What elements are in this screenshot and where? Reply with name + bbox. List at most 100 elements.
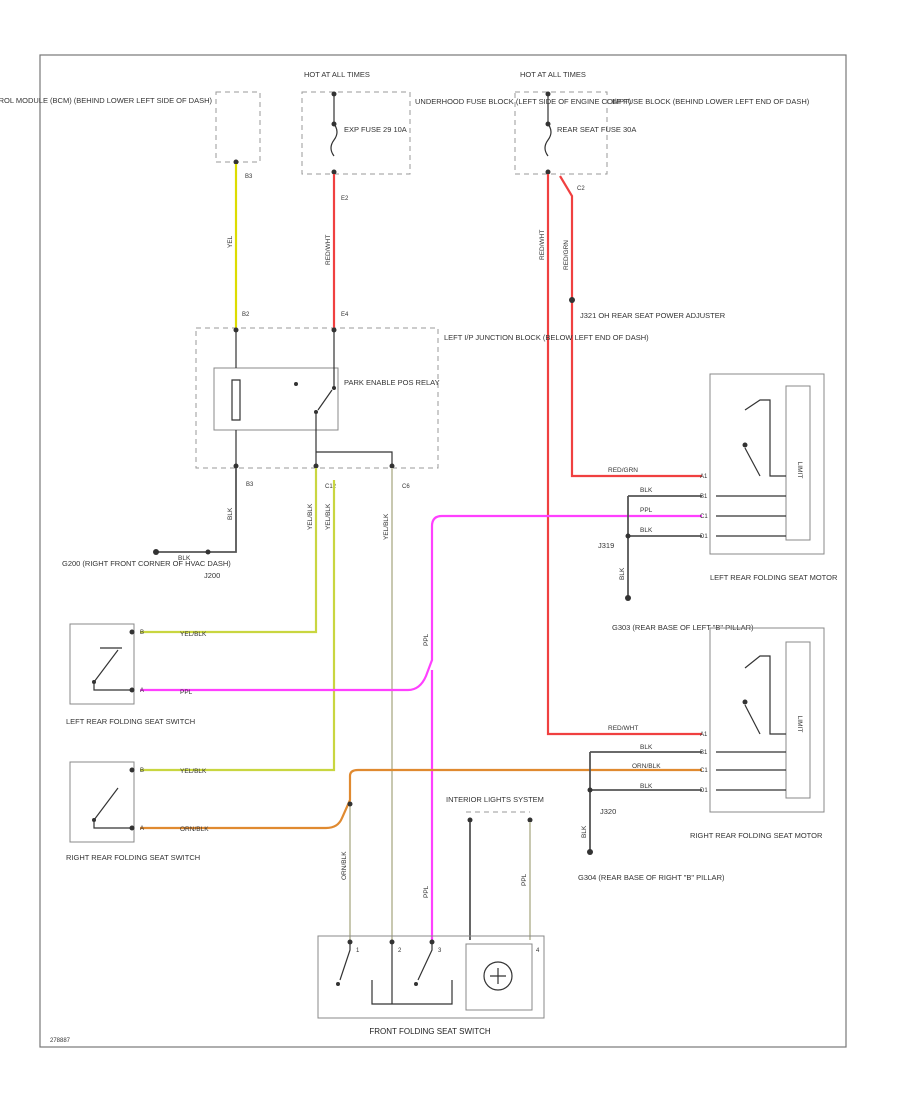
motor-limit-label: LIMIT	[796, 462, 803, 479]
wire-yel-blk-left-switch	[140, 468, 318, 634]
ip-fuse-block-label: I/P FUSE BLOCK (BEHIND LOWER LEFT END OF…	[612, 97, 810, 106]
lamp-icon	[483, 961, 513, 991]
wire-label-blk: BLK	[640, 487, 653, 494]
ground-icon	[587, 849, 593, 855]
pin-label: E2	[341, 196, 349, 202]
wire-label-yel-blk: YEL/BLK	[383, 513, 390, 540]
rear-seat-fuse-label: REAR SEAT FUSE 30A	[557, 125, 636, 134]
splice-dot	[569, 297, 575, 303]
pin-label: B3	[246, 482, 254, 488]
bcm-label: BODY CONTROL MODULE (BCM) (BEHIND LOWER …	[0, 96, 212, 105]
switch-icon	[339, 944, 351, 981]
wire-label-blk: BLK	[581, 825, 588, 838]
pin-label: C1	[700, 514, 708, 520]
wire-label-blk: BLK	[227, 507, 234, 520]
wire-orn-blk	[140, 768, 702, 830]
wire-label-red-wht: RED/WHT	[608, 725, 638, 732]
wire-label-yel-blk: YEL/BLK	[180, 768, 207, 775]
wire-label-blk: BLK	[640, 744, 653, 751]
wire-label-yel: YEL	[227, 235, 234, 248]
relay-label: PARK ENABLE POS RELAY	[344, 378, 440, 387]
relay-box	[213, 367, 339, 431]
front-switch-label: FRONT FOLDING SEAT SWITCH	[369, 1027, 491, 1036]
fuse-icon	[544, 123, 552, 157]
motor-switch-icon	[744, 655, 786, 735]
pin-label: B2	[242, 312, 250, 318]
j200-label: J200	[204, 571, 220, 580]
right-rear-motor-label: RIGHT REAR FOLDING SEAT MOTOR	[690, 831, 823, 840]
hot-at-all-times-1-label: HOT AT ALL TIMES	[304, 70, 370, 79]
wire-label-red-wht: RED/WHT	[539, 230, 546, 260]
right-rear-switch-label: RIGHT REAR FOLDING SEAT SWITCH	[66, 853, 200, 862]
pin-label: A1	[700, 474, 708, 480]
g200-label: G200 (RIGHT FRONT CORNER OF HVAC DASH)	[62, 559, 231, 568]
j321-label: J321 OH REAR SEAT POWER ADJUSTER	[580, 311, 726, 320]
wire-label-red-grn: RED/GRN	[563, 240, 570, 270]
wire-label-ppl: PPL	[640, 507, 653, 514]
wire-label-yel-blk: YEL/BLK	[180, 631, 207, 638]
bcm-component: BODY CONTROL MODULE (BCM) (BEHIND LOWER …	[0, 91, 261, 165]
pin-label: B1	[700, 494, 708, 500]
j320-label: J320	[600, 807, 616, 816]
interior-lights-label: INTERIOR LIGHTS SYSTEM	[446, 795, 544, 804]
wire-red-wht-right-motor	[546, 174, 702, 736]
motor-limit-box	[785, 385, 811, 541]
wire-label-orn-blk: ORN/BLK	[632, 763, 661, 770]
splice-dot	[347, 801, 353, 807]
switch-icon	[93, 649, 119, 683]
ground-icon	[625, 595, 631, 601]
wire-label-blk: BLK	[640, 527, 653, 534]
relay-coil-icon	[231, 379, 241, 421]
wire-label-orn-blk: ORN/BLK	[180, 826, 209, 833]
pin-label: 3	[438, 948, 442, 954]
fuse-icon	[330, 123, 338, 157]
left-rear-switch: LEFT REAR FOLDING SEAT SWITCH	[66, 623, 195, 726]
pin-label: 4	[536, 948, 540, 954]
wire-label-yel-blk: YEL/BLK	[307, 503, 314, 530]
wire-label-ppl: PPL	[423, 633, 430, 646]
interior-lights-system: INTERIOR LIGHTS SYSTEM PPL	[446, 795, 544, 940]
front-folding-seat-switch: 1 2 3 4 FRONT FOLDING SEAT SWITCH	[317, 935, 545, 1036]
wire-label-orn-blk: ORN/BLK	[341, 851, 348, 880]
wire-label-ppl: PPL	[180, 689, 193, 696]
diagram-frame	[39, 54, 847, 1048]
pin-label: D1	[700, 788, 708, 794]
left-rear-motor: LIMIT LEFT REAR FOLDING SEAT MOTOR	[709, 373, 838, 582]
pin-label: C6	[402, 484, 410, 490]
switch-icon	[417, 944, 433, 981]
wire-ppl	[140, 514, 702, 692]
right-rear-switch: RIGHT REAR FOLDING SEAT SWITCH	[66, 761, 200, 862]
wire-red-grn-left-motor	[559, 175, 702, 478]
underhood-fuse-block-label: UNDERHOOD FUSE BLOCK (LEFT SIDE OF ENGIN…	[415, 97, 632, 106]
g304-label: G304 (REAR BASE OF RIGHT "B" PILLAR)	[578, 873, 725, 882]
pin-label: 1	[356, 948, 360, 954]
motor-switch-icon	[744, 399, 786, 477]
wire-blk-ground	[156, 468, 237, 553]
motor-limit-label: LIMIT	[796, 716, 803, 733]
hot-at-all-times-2-label: HOT AT ALL TIMES	[520, 70, 586, 79]
wire-label-ppl: PPL	[521, 873, 528, 886]
pin-label: A1	[700, 732, 708, 738]
ip-fuse-block: HOT AT ALL TIMES REAR SEAT FUSE 30A I/P …	[514, 70, 810, 175]
exp-fuse-label: EXP FUSE 29 10A	[344, 125, 407, 134]
pin-label: C2	[577, 186, 585, 192]
wire-label-blk: BLK	[178, 555, 191, 562]
g303-label: G303 (REAR BASE OF LEFT "B" PILLAR)	[612, 623, 754, 632]
left-rear-motor-label: LEFT REAR FOLDING SEAT MOTOR	[710, 573, 838, 582]
wire-label-red-wht: RED/WHT	[325, 235, 332, 265]
pin-label: C1	[700, 768, 708, 774]
wire-label-blk: BLK	[640, 783, 653, 790]
junction-block-label: LEFT I/P JUNCTION BLOCK (BELOW LEFT END …	[444, 333, 649, 342]
wire-label-red-grn: RED/GRN	[608, 467, 638, 474]
underhood-fuse-block: HOT AT ALL TIMES EXP FUSE 29 10A UNDERHO…	[301, 70, 632, 175]
pin-label: B1	[700, 750, 708, 756]
pin-label: A	[140, 826, 144, 832]
j319-label: J319	[598, 541, 614, 550]
diagram-id: 278887	[50, 1038, 71, 1044]
relay-switch-icon	[317, 389, 333, 411]
right-rear-motor: LIMIT RIGHT REAR FOLDING SEAT MOTOR	[690, 627, 825, 840]
pin-label: E4	[341, 312, 349, 318]
left-ip-junction-block: LEFT I/P JUNCTION BLOCK (BELOW LEFT END …	[195, 327, 649, 469]
wire-label-ppl: PPL	[423, 885, 430, 898]
